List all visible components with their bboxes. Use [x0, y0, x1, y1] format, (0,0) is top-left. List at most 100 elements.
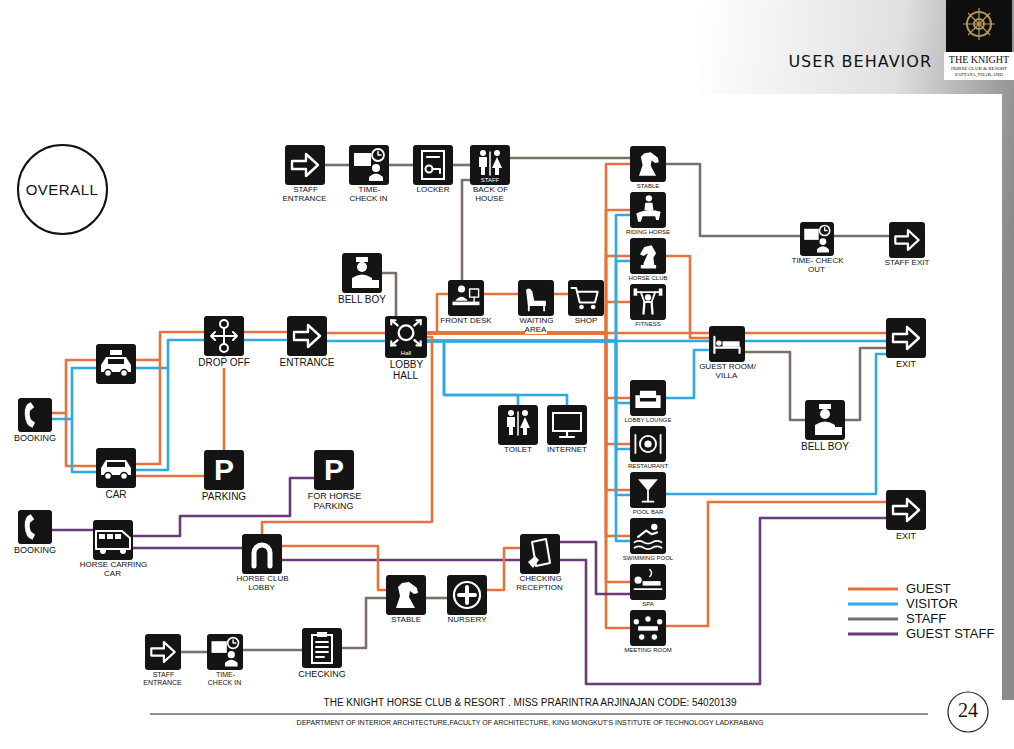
pictogram-part [635, 435, 660, 453]
pictogram-part [107, 534, 113, 539]
icon-label: TIME- CHECK OUT [791, 256, 844, 274]
pictogram-part [820, 238, 827, 245]
icon-node: STAFF ENTRANCE [280, 145, 330, 204]
icon-tile [630, 472, 666, 508]
pictogram-part [643, 581, 661, 586]
pictogram-part [220, 320, 228, 328]
flow-line [282, 546, 386, 590]
flow-line [389, 164, 413, 167]
pictogram-part [316, 642, 328, 657]
icon-text: STAFF [470, 177, 510, 183]
icon-tile [342, 253, 382, 293]
taxi-tile [96, 344, 136, 384]
pictogram-part [895, 230, 918, 250]
pictogram-part [453, 302, 480, 306]
pictogram-part [528, 556, 539, 568]
flow-line [181, 651, 207, 654]
pictogram-part [815, 422, 835, 436]
icon-tile [18, 398, 52, 432]
emblem-rays [963, 8, 995, 40]
icon-tile [630, 564, 666, 600]
icon-label: STABLE [636, 183, 661, 189]
pictogram [630, 238, 666, 274]
icon-node: SPA [626, 564, 670, 608]
pictogram-part [507, 417, 515, 435]
icon-node: SWIMMING POOL [620, 518, 677, 562]
pictogram [498, 405, 538, 445]
label-holder: SPA [626, 601, 670, 608]
flow-line [560, 542, 630, 594]
pictogram [886, 490, 926, 530]
pictogram [18, 510, 52, 544]
pictogram-part [657, 619, 662, 624]
icon-label: STAFF EXIT [884, 258, 931, 267]
pictogram-part [643, 491, 654, 502]
pictogram-part [723, 341, 740, 346]
label-holder: PARKING [194, 491, 254, 502]
pictogram-part [635, 577, 642, 584]
icon-node: TOILET [498, 405, 538, 455]
label-holder: CHECKING RECEPTION [510, 575, 570, 593]
icon-tile [630, 238, 666, 274]
label-holder: DROP OFF [194, 357, 254, 368]
flow-line [666, 164, 800, 236]
pictogram-part [151, 642, 174, 662]
pictogram-part [716, 340, 721, 345]
flow-line [427, 341, 630, 541]
pictogram [386, 575, 426, 615]
pictogram-part [714, 337, 739, 353]
icon-node: LOBBY LOUNGE [622, 380, 675, 424]
pictogram-part [369, 174, 383, 182]
pictogram-part [650, 569, 652, 576]
pictogram-part [641, 292, 655, 302]
icon-label: TIME- CHECK IN [349, 185, 388, 203]
pictogram [518, 280, 554, 316]
pictogram-part [479, 157, 487, 175]
flow-line [136, 475, 204, 478]
flow-line [244, 339, 287, 342]
label-holder: TOILET [498, 446, 538, 455]
pictogram-part [517, 412, 519, 435]
legend-row: GUEST [846, 581, 994, 596]
pictogram-part [638, 479, 658, 491]
pictogram-part [640, 391, 656, 398]
label-holder: BELL BOY [795, 441, 855, 452]
pictogram-part [470, 289, 479, 297]
pictogram-part [352, 275, 372, 289]
pictogram [520, 534, 560, 574]
footer-text: DEPARTMENT OF INTERIOR ARCHITECTURE,FACU… [100, 719, 960, 727]
pictogram-part [835, 427, 842, 435]
label-holder: STABLE [383, 616, 429, 625]
label-holder: RESTAURANT [625, 463, 672, 470]
pictogram-part [526, 288, 546, 306]
icon-node: HORSE CLUB [625, 238, 671, 282]
pictogram-part [644, 302, 653, 314]
icon-tile [568, 280, 604, 316]
icon-label: BOOKING [13, 433, 57, 443]
taxi-wheel [121, 370, 128, 377]
pictogram-part [820, 225, 830, 235]
pictogram [447, 575, 487, 615]
pictogram [630, 472, 666, 508]
pictogram-part [99, 534, 105, 539]
icon-node: NURSERY [444, 575, 490, 625]
icon-tile [498, 405, 538, 445]
pictogram-part [640, 436, 656, 452]
pictogram-part [635, 588, 662, 590]
icon-tile [518, 280, 554, 316]
pictogram-part [294, 325, 320, 347]
pictogram-part [233, 640, 236, 643]
icon-label: CHECKING [297, 669, 347, 679]
label-holder: HORSE CLUB LOBBY [232, 575, 292, 593]
label-holder: BACK OF HOUSE [467, 186, 513, 204]
flow-line [223, 356, 226, 450]
pictogram-part [378, 152, 381, 156]
flow-line [282, 559, 520, 562]
icon-label: FOR HORSE PARKING [307, 491, 362, 511]
flow-line [427, 215, 630, 341]
icon-label: POOL BAR [632, 509, 664, 515]
pictogram-part [645, 294, 651, 300]
logo-emblem [963, 8, 995, 40]
pictogram-part [399, 325, 414, 340]
flow-line [133, 547, 242, 550]
